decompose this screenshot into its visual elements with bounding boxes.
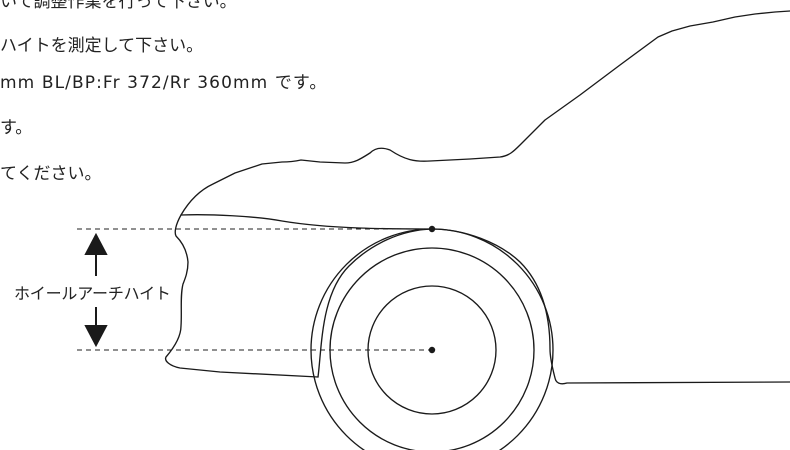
instruction-line-4: す。 xyxy=(0,118,33,138)
instruction-text: いて調整作業を行って下さい。 ハイトを測定して下さい。 mm BL/BP:Fr … xyxy=(0,0,520,200)
instruction-line-2: ハイトを測定して下さい。 xyxy=(0,36,204,56)
wheel-center-dot-icon xyxy=(428,346,436,354)
instruction-line-3: mm BL/BP:Fr 372/Rr 360mm です。 xyxy=(0,73,328,93)
tire-outer-ring xyxy=(310,228,554,450)
wheel-arch-height-label: ホイールアーチハイト xyxy=(14,284,171,303)
front-bumper-ridge xyxy=(180,214,433,230)
vehicle-outline xyxy=(164,10,790,378)
instruction-line-1: いて調整作業を行って下さい。 xyxy=(0,0,237,12)
fender-inner-lip xyxy=(317,228,790,385)
arch-top-dot-icon xyxy=(428,225,436,233)
instruction-line-5: てください。 xyxy=(0,164,102,184)
arrow-down-icon xyxy=(84,325,108,348)
arrow-up-icon xyxy=(84,232,108,255)
